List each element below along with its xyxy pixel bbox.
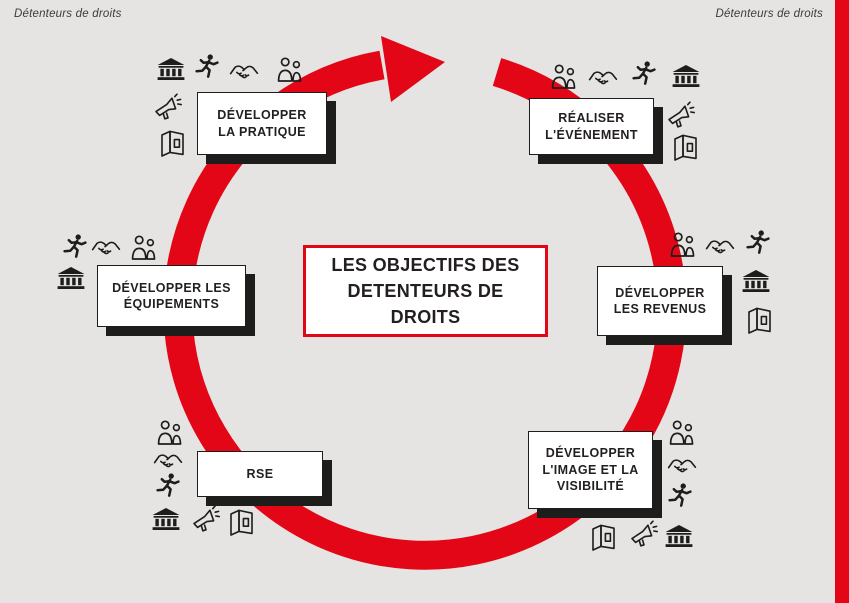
node-develop-image-visibility: DÉVELOPPER L'IMAGE ET LA VISIBILITÉ (528, 431, 662, 518)
handshake-icon (667, 455, 697, 475)
node-box: RSE (197, 451, 323, 497)
people-icon (668, 420, 696, 445)
node-label: ÉQUIPEMENTS (123, 297, 220, 311)
node-rse: RSE (197, 451, 332, 506)
handshake-icon (705, 236, 735, 256)
runner-icon (62, 234, 88, 262)
center-title-line: LES OBJECTIFS DES (331, 255, 520, 275)
node-label: LA PRATIQUE (218, 124, 306, 139)
bank-icon (157, 58, 185, 80)
people-icon (130, 235, 158, 260)
node-realize-event: RÉALISER L'ÉVÉNEMENT (529, 98, 663, 164)
people-icon (669, 232, 697, 257)
megaphone-icon (192, 505, 224, 533)
right-accent-bar (835, 0, 849, 603)
node-label: RSE (246, 466, 274, 481)
bank-icon (742, 270, 770, 292)
people-icon (156, 420, 184, 445)
bank-icon (151, 508, 181, 530)
node-label: L'ÉVÉNEMENT (545, 127, 638, 142)
node-label: DÉVELOPPER (217, 108, 307, 122)
node-box: RÉALISER L'ÉVÉNEMENT (529, 98, 654, 155)
node-label: RÉALISER (558, 111, 625, 125)
people-icon (550, 64, 578, 89)
node-develop-revenues: DÉVELOPPER LES REVENUS (597, 266, 732, 345)
bank-icon (672, 65, 700, 87)
runner-icon (194, 54, 220, 82)
node-label: DÉVELOPPER (545, 446, 636, 461)
node-develop-practice: DÉVELOPPER LA PRATIQUE (197, 92, 336, 164)
node-box: DÉVELOPPER LES REVENUS (597, 266, 723, 336)
node-label: DÉVELOPPER (615, 285, 705, 300)
people-icon (276, 57, 304, 82)
bank-icon (56, 267, 86, 289)
megaphone-icon (629, 520, 663, 548)
runner-icon (667, 483, 693, 511)
node-label: VISIBILITÉ (556, 479, 625, 494)
node-box: DÉVELOPPER LA PRATIQUE (197, 92, 327, 155)
runner-icon (745, 230, 771, 258)
megaphone-icon (154, 93, 186, 121)
runner-icon (155, 473, 181, 501)
center-title-box: LES OBJECTIFS DES DETENTEURS DE DROITS (303, 245, 548, 337)
node-box: DÉVELOPPER L'IMAGE ET LA VISIBILITÉ (528, 431, 653, 509)
handshake-icon (588, 67, 618, 87)
node-label: DÉVELOPPER LES (112, 280, 231, 295)
brochure-icon (672, 133, 699, 162)
cycle-arc (163, 50, 687, 570)
handshake-icon (91, 237, 121, 257)
header-left-label: Détenteurs de droits (14, 8, 122, 20)
node-box: DÉVELOPPER LES ÉQUIPEMENTS (97, 265, 246, 327)
bank-icon (665, 525, 693, 547)
node-label: LES REVENUS (613, 302, 707, 316)
center-title-line: DROITS (390, 307, 461, 327)
brochure-icon (228, 508, 255, 537)
brochure-icon (590, 523, 617, 552)
brochure-icon (159, 129, 186, 158)
node-develop-equipment: DÉVELOPPER LES ÉQUIPEMENTS (97, 265, 255, 336)
header-right-label: Détenteurs de droits (715, 8, 823, 20)
handshake-icon (229, 61, 259, 81)
runner-icon (631, 61, 657, 89)
megaphone-icon (667, 101, 699, 129)
node-label: L'IMAGE ET LA (542, 462, 639, 477)
handshake-icon (153, 450, 183, 470)
center-title-line: DETENTEURS DE (347, 281, 504, 301)
cycle-arrowhead-icon (381, 36, 445, 102)
brochure-icon (746, 306, 773, 335)
